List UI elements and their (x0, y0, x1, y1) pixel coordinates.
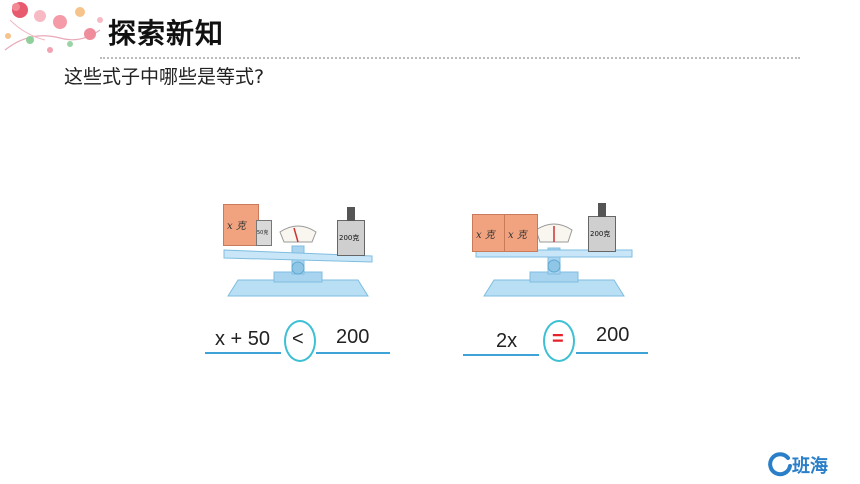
brand-logo-icon (768, 452, 792, 477)
equation-2-operator-circle (543, 320, 575, 362)
equation-1-operator-circle (284, 320, 316, 362)
weight-block-x-1: x 克 (472, 214, 506, 252)
big-weight-200: 200克 (588, 203, 616, 252)
equation-1-left-underline (205, 352, 281, 354)
equation-1-operator: < (292, 328, 304, 350)
equation-1-right-underline (316, 352, 390, 354)
big-weight-label: 200克 (339, 234, 360, 242)
block-label: x 克 (476, 230, 495, 241)
brand-name: 班海 (792, 456, 828, 477)
block-label: x 克 (508, 230, 527, 241)
big-weight-label: 200克 (590, 230, 611, 238)
block-label: x 克 (227, 221, 246, 232)
weight-handle (347, 207, 355, 221)
equation-2-operator: = (552, 328, 564, 350)
equation-2-right: 200 (596, 324, 630, 346)
equation-2-left-underline (463, 354, 539, 356)
title-divider (100, 57, 800, 59)
small-weight-50: 50克 (256, 220, 272, 246)
weight-block-x-2: x 克 (504, 214, 538, 252)
weight-handle (598, 203, 606, 217)
balance-scale-unequal (223, 225, 373, 297)
flower-decoration-icon (4, 2, 103, 53)
big-weight-200: 200克 (337, 207, 365, 256)
page-title: 探索新知 (108, 17, 225, 50)
equation-2-right-underline (576, 352, 648, 354)
question-text: 这些式子中哪些是等式? (64, 66, 265, 88)
weight-block-x: x 克 (223, 204, 259, 246)
equation-1-right: 200 (336, 326, 370, 348)
equation-1-left: x + 50 (215, 328, 271, 350)
small-weight-label: 50克 (257, 230, 269, 236)
equation-2-left: 2x (496, 330, 518, 352)
